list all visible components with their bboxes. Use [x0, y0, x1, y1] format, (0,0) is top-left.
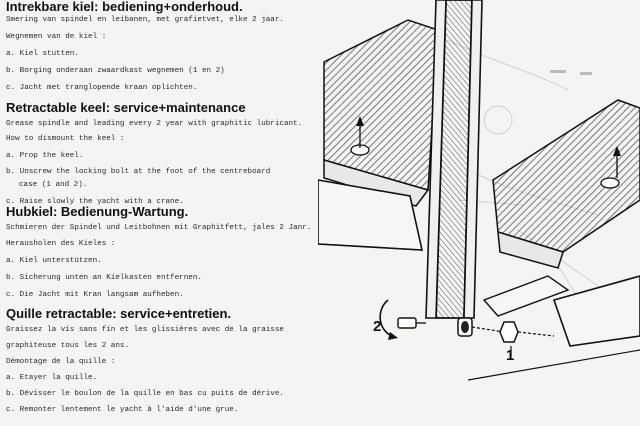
text-line: How to dismount the keel :	[6, 135, 125, 143]
text-line: c. Jacht met tranglopende kraan oplichte…	[6, 84, 198, 92]
text-line: Smering van spindel en leibanen, met gra…	[6, 16, 284, 24]
section-english: Retractable keel: service+maintenance Gr…	[6, 101, 336, 209]
text-line: Schmieren der Spindel und Leitbohnen mit…	[6, 224, 312, 232]
locking-bolt	[457, 317, 555, 356]
hull-left	[323, 19, 439, 207]
text-line: Démontage de la quille :	[6, 358, 116, 366]
right-skid	[467, 275, 640, 381]
hull-right	[492, 99, 640, 269]
callout-2: 2	[373, 318, 382, 335]
text-line: b. Unscrew the locking bolt at the foot …	[6, 168, 271, 176]
section-dutch: Intrekbare kiel: bediening+onderhoud. Sm…	[6, 0, 336, 95]
section-german: Hubkiel: Bedienung-Wartung. Schmieren de…	[6, 205, 336, 302]
text-line: b. Borging onderaan zwaardkast wegnemen …	[6, 67, 225, 75]
text-line: a. Kiel unterstützen.	[6, 257, 102, 265]
section-french: Quille retractable: service+entretien. G…	[6, 307, 336, 417]
text-line: a. Etayer la quille.	[6, 374, 98, 382]
heading-dutch: Intrekbare kiel: bediening+onderhoud.	[6, 0, 243, 14]
sketch-marks	[550, 70, 592, 75]
text-line: a. Prop the keel.	[6, 152, 84, 160]
text-line: a. Kiel stutten.	[6, 50, 79, 58]
text-line: case (1 and 2).	[19, 181, 88, 189]
text-line: graphiteuse tous les 2 ans.	[6, 342, 130, 350]
left-skid	[317, 179, 424, 251]
text-line: c. Raise slowly the yacht with a crane.	[6, 198, 184, 206]
keel-drawing	[317, 0, 640, 381]
text-line: b. Dévisser le boulon de la quille en ba…	[6, 390, 284, 398]
text-line: Herausholen des Kieles :	[6, 240, 116, 248]
text-line: c. Remonter lentement le yacht à l'aide …	[6, 406, 239, 414]
text-line: Grease spindle and leading every 2 year …	[6, 120, 303, 128]
keel-illustration: 2 1	[317, 0, 640, 421]
callout-1: 1	[506, 347, 515, 364]
text-line: Wegnemen van de kiel :	[6, 33, 107, 41]
text-line: Graissez la vis sans fin et les glissièr…	[6, 326, 284, 334]
text-line: c. Die Jacht mit Kran langsam aufheben.	[6, 291, 184, 299]
heading-french: Quille retractable: service+entretien.	[6, 306, 232, 321]
heading-english: Retractable keel: service+maintenance	[6, 100, 246, 115]
locking-nut-2	[379, 299, 426, 340]
heading-german: Hubkiel: Bedienung-Wartung.	[6, 204, 189, 219]
text-line: b. Sicherung unten an Kielkasten entfern…	[6, 274, 202, 282]
centreboard-case	[425, 0, 483, 319]
